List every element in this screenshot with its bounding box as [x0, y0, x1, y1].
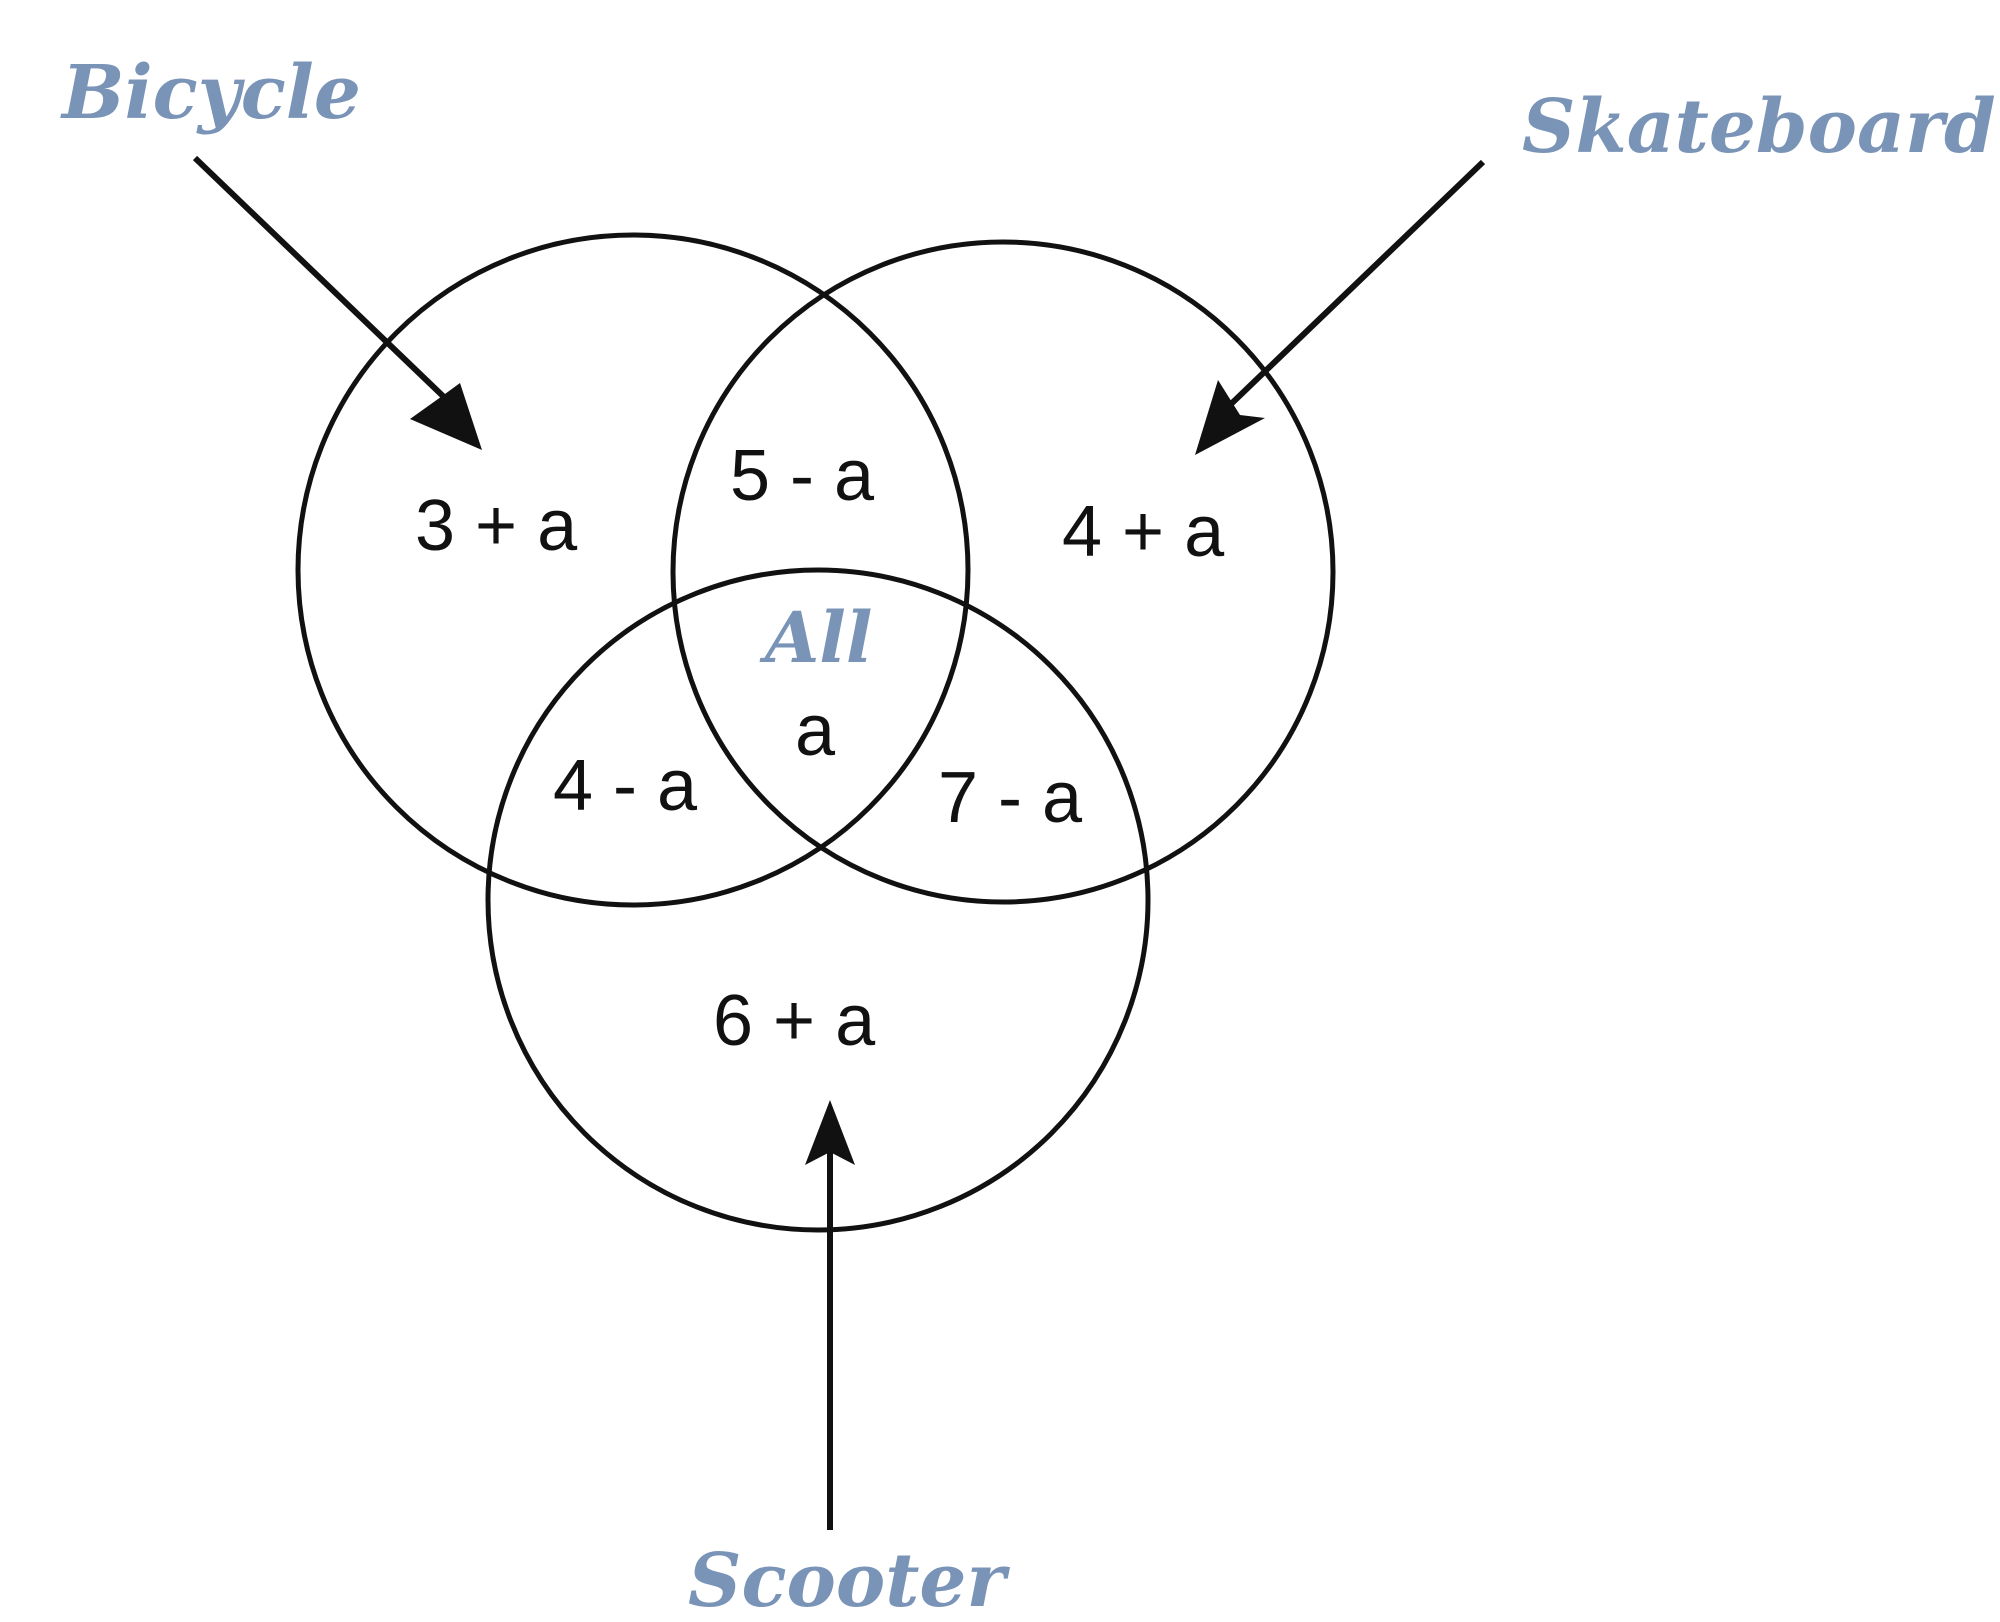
- region-bicycle-only: 3 + a: [415, 486, 578, 566]
- region-scooter-only: 6 + a: [713, 981, 876, 1061]
- scooter-circle: [485, 567, 1151, 1233]
- bicycle-circle: [295, 232, 971, 908]
- region-skateboard-only: 4 + a: [1062, 492, 1225, 572]
- bicycle-label: Bicycle: [60, 50, 361, 136]
- skateboard-label: Skateboard: [1522, 84, 1996, 170]
- region-skateboard-scooter: 7 - a: [938, 758, 1083, 838]
- scooter-arrow: [805, 1100, 855, 1530]
- bicycle-arrow: [192, 155, 482, 450]
- skateboard-circle: [670, 239, 1336, 905]
- center-all-label: All: [759, 596, 873, 679]
- region-bicycle-skateboard: 5 - a: [730, 436, 875, 516]
- region-all-three: a: [795, 691, 836, 771]
- scooter-label: Scooter: [688, 1538, 1010, 1622]
- skateboard-arrow: [1195, 159, 1486, 455]
- region-bicycle-scooter: 4 - a: [553, 746, 698, 826]
